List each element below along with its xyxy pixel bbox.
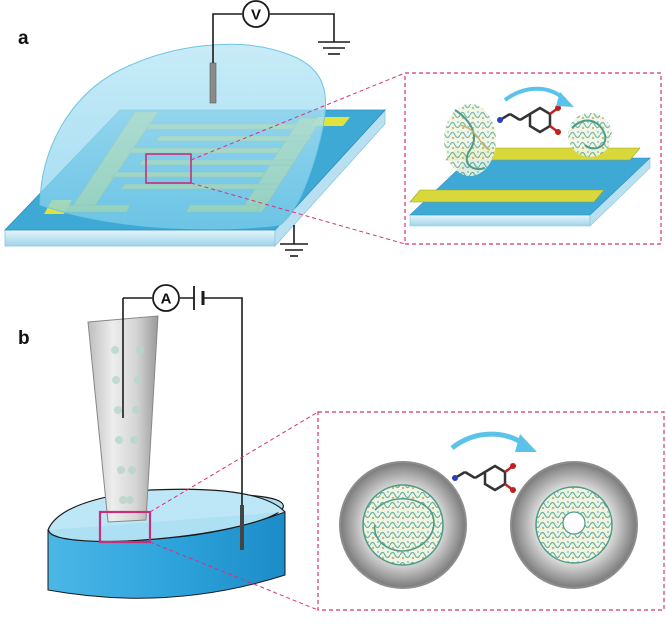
inset-a (404, 72, 662, 245)
nanopore-blocked (339, 461, 467, 589)
reaction-arrow-head-b (515, 434, 537, 452)
voltmeter-wire (212, 13, 335, 63)
dopamine-molecule-icon-b (452, 463, 516, 493)
solution-droplet (39, 43, 326, 230)
voltmeter-symbol: V (251, 7, 261, 24)
panel-b-label: b (18, 328, 30, 349)
ammeter-icon: A (152, 284, 180, 312)
substrate-front-face (4, 229, 276, 247)
aptamer-folded-right (568, 113, 612, 157)
open-pore-center (562, 511, 586, 535)
panel-b: b A (18, 284, 665, 611)
ground-icon-substrate (280, 225, 308, 257)
battery-icon (193, 286, 205, 310)
zoom-line-b-top (149, 411, 319, 513)
zoom-region-a (145, 153, 192, 184)
reference-electrode (209, 62, 217, 104)
ammeter-symbol: A (161, 291, 172, 308)
voltmeter-icon: V (242, 0, 270, 28)
zoom-line-a-top (190, 72, 406, 161)
panel-a: a (4, 0, 662, 257)
inset-a-substrate-front (409, 214, 591, 227)
zoom-region-b (98, 510, 152, 544)
zoom-line-b-bottom (149, 541, 319, 611)
aptamer-folded-left (444, 104, 496, 176)
bath-electrode (240, 505, 244, 550)
inset-a-electrode-strip-front (409, 189, 605, 203)
reaction-arrow-head (556, 92, 574, 107)
nanopore-open (510, 461, 638, 589)
panel-a-label: a (18, 28, 29, 49)
nanopipette (87, 315, 159, 523)
ammeter-wire (123, 297, 243, 548)
dopamine-molecule-icon (497, 105, 561, 135)
ground-icon (318, 41, 350, 55)
pipette-biomolecule-lining (111, 346, 144, 504)
inset-b (317, 411, 665, 611)
zoom-line-a-bottom (190, 182, 406, 245)
